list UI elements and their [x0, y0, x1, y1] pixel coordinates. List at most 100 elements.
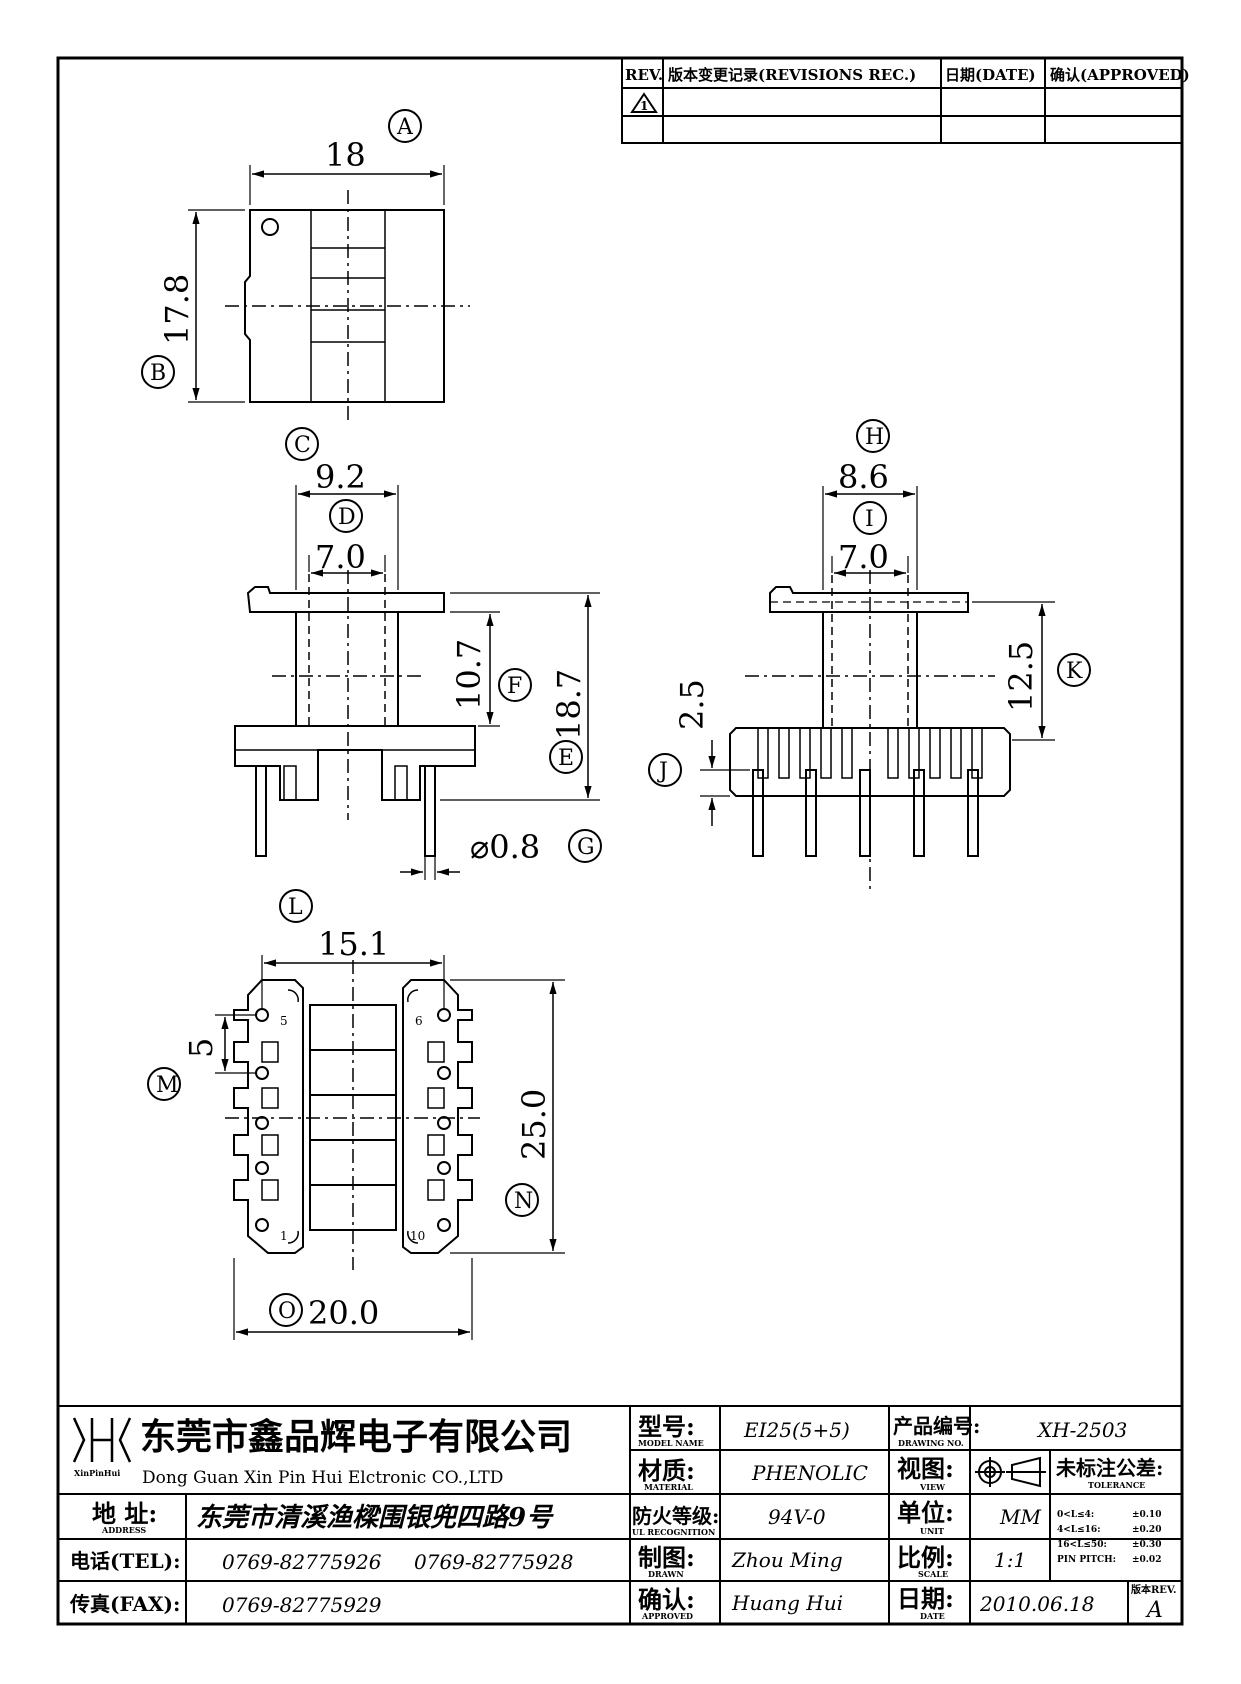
- model-label-en: MODEL NAME: [638, 1438, 704, 1448]
- view-label-en: VIEW: [919, 1482, 946, 1492]
- callout-m: M: [147, 1067, 181, 1101]
- tel1-value: 0769-82775926: [222, 1550, 382, 1574]
- tolerance-range: 0<L≤4:: [1057, 1510, 1094, 1520]
- tolerance-value: ±0.30: [1132, 1540, 1161, 1550]
- unit-label: 单位:: [897, 1498, 954, 1527]
- revision-date-header: 日期(DATE): [945, 66, 1036, 84]
- approved-value: Huang Hui: [731, 1591, 843, 1615]
- dim-d-value: 7.0: [315, 538, 366, 576]
- svg-text:K: K: [1066, 659, 1083, 684]
- rev-label: 版本REV.: [1131, 1583, 1176, 1596]
- top-view: 18 A 17.8 B: [141, 109, 470, 420]
- svg-text:C: C: [294, 433, 311, 458]
- projection-symbol-icon: [975, 1456, 1046, 1488]
- svg-text:H: H: [865, 425, 884, 450]
- drawing-no-label: 产品编号:: [893, 1414, 980, 1438]
- tolerance-range: PIN PITCH:: [1057, 1555, 1116, 1565]
- callout-l: L: [279, 889, 313, 923]
- tolerance-label-en: TOLERANCE: [1088, 1480, 1145, 1490]
- svg-text:E: E: [558, 746, 574, 771]
- callout-b: B: [141, 355, 175, 389]
- tolerance-table: 0<L≤4: ±0.10 4<L≤16: ±0.20 16<L≤50: ±0.3…: [1057, 1510, 1161, 1565]
- tolerance-label: 未标注公差:: [1056, 1456, 1163, 1480]
- dim-g-value: ⌀0.8: [470, 828, 540, 866]
- revision-triangle-icon: 1: [630, 92, 658, 113]
- svg-text:O: O: [278, 1299, 296, 1324]
- callout-h: H: [856, 419, 890, 453]
- dim-o-value: 20.0: [308, 1294, 379, 1332]
- material-label: 材质:: [638, 1456, 695, 1485]
- date-label: 日期:: [897, 1584, 954, 1613]
- tolerance-value: ±0.02: [1132, 1555, 1161, 1565]
- address-label: 地 址:: [92, 1499, 157, 1528]
- logo-text: XinPinHui: [74, 1468, 120, 1478]
- approved-label: 确认:: [638, 1585, 695, 1614]
- unit-value: MM: [999, 1505, 1041, 1529]
- dim-f-value: 10.7: [450, 639, 488, 710]
- side-view: 8.6 H I 7.0 12.5 K 2.5 J: [648, 419, 1091, 890]
- revision-approved-header: 确认(APPROVED): [1050, 66, 1190, 84]
- pin-label-10: 10: [410, 1229, 425, 1243]
- callout-e: E: [549, 740, 583, 774]
- ul-label: 防火等级:: [632, 1504, 719, 1528]
- address-value: 东莞市清溪渔樑围银兜四路9号: [196, 1503, 554, 1533]
- bottom-view: 5 6 1 10 15.1 L 5 M 25.0 N: [147, 889, 565, 1340]
- callout-o: O: [269, 1293, 303, 1327]
- callout-n: N: [505, 1183, 539, 1217]
- pin-label-6: 6: [415, 1014, 423, 1028]
- ul-value: 94V-0: [768, 1505, 826, 1529]
- drawn-value: Zhou Ming: [731, 1548, 843, 1572]
- dim-b-value: 17.8: [158, 274, 196, 345]
- dim-l-value: 15.1: [318, 925, 389, 963]
- company-name-cn: 东莞市鑫品辉电子有限公司: [140, 1416, 572, 1458]
- drawn-label: 制图:: [638, 1543, 695, 1572]
- pin-label-5: 5: [280, 1014, 288, 1028]
- tolerance-value: ±0.10: [1132, 1510, 1161, 1520]
- ul-label-en: UL RECOGNITION: [632, 1527, 715, 1537]
- svg-text:G: G: [577, 835, 595, 860]
- callout-a: A: [388, 109, 422, 143]
- drawing-frame: [56, 56, 1184, 1626]
- dim-k-value: 12.5: [1002, 641, 1040, 712]
- callout-f: F: [498, 668, 532, 702]
- model-label: 型号:: [638, 1412, 695, 1441]
- svg-text:A: A: [396, 115, 414, 140]
- rev-header: REV.: [625, 66, 663, 84]
- material-value: PHENOLIC: [751, 1461, 868, 1485]
- fax-value: 0769-82775929: [222, 1593, 382, 1617]
- tolerance-range: 16<L≤50:: [1057, 1540, 1107, 1550]
- scale-label: 比例:: [897, 1543, 954, 1572]
- svg-text:I: I: [865, 507, 874, 532]
- tel2-value: 0769-82775928: [414, 1550, 573, 1574]
- date-label-en: DATE: [920, 1611, 945, 1621]
- scale-label-en: SCALE: [918, 1569, 948, 1579]
- dim-e-value: 18.7: [550, 669, 588, 740]
- scale-value: 1:1: [994, 1548, 1026, 1572]
- revision-record-header: 版本变更记录(REVISIONS REC.): [668, 66, 916, 84]
- tel-label: 电话(TEL):: [70, 1549, 181, 1573]
- callout-c: C: [285, 427, 319, 461]
- tolerance-range: 4<L≤16:: [1057, 1525, 1101, 1535]
- drawing-no-value: XH-2503: [1036, 1418, 1127, 1442]
- pin-label-1: 1: [280, 1229, 288, 1243]
- dim-a-value: 18: [325, 136, 366, 174]
- svg-text:J: J: [657, 759, 668, 784]
- dim-h-value: 8.6: [838, 458, 889, 496]
- svg-text:B: B: [150, 361, 166, 386]
- material-label-en: MATERIAL: [644, 1482, 693, 1492]
- revisions-table: [621, 57, 1183, 144]
- view-label: 视图:: [897, 1454, 954, 1483]
- dim-n-value: 25.0: [515, 1089, 553, 1160]
- front-view: 9.2 C D 7.0 10.7 F 18.7 E: [234, 427, 602, 880]
- callout-d: D: [329, 499, 363, 533]
- svg-text:L: L: [288, 895, 303, 920]
- callout-g: G: [568, 829, 602, 863]
- svg-text:N: N: [514, 1189, 533, 1214]
- dim-i-value: 7.0: [838, 538, 889, 576]
- dim-c-value: 9.2: [315, 458, 366, 496]
- fax-label: 传真(FAX):: [69, 1592, 180, 1616]
- drawn-label-en: DRAWN: [648, 1569, 684, 1579]
- tolerance-value: ±0.20: [1132, 1525, 1161, 1535]
- company-logo-icon: [72, 1417, 132, 1463]
- callout-j: J: [648, 753, 682, 787]
